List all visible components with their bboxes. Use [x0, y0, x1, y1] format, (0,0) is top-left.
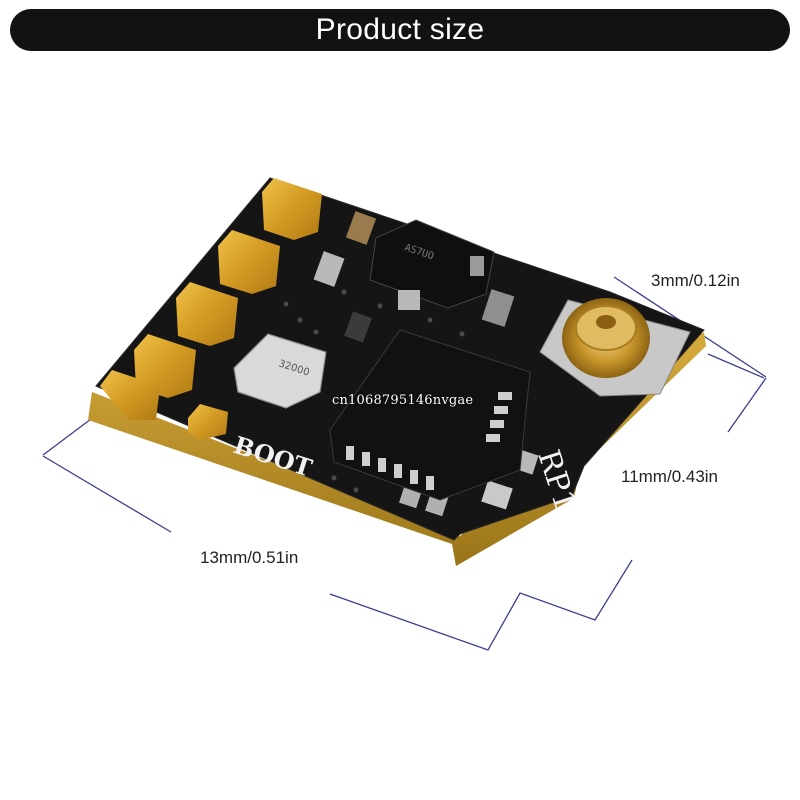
- dimension-line-width: [727, 377, 767, 433]
- pad-3: [176, 282, 238, 346]
- mcu-chip: [329, 329, 531, 501]
- pcb-edge: [88, 332, 706, 566]
- dimension-line-length-bottom: [42, 455, 172, 533]
- dimension-lines: [42, 276, 767, 651]
- height-dimension-label: 3mm/0.12in: [651, 271, 740, 290]
- pad-2: [218, 230, 280, 294]
- pad-5: [100, 370, 160, 420]
- width-dimension-label: 11mm/0.43in: [621, 467, 719, 486]
- length-dimension-label: 13mm/0.51in: [200, 548, 299, 567]
- dimension-line-length: [42, 415, 96, 456]
- pad-1: [262, 178, 322, 240]
- watermark: cn1068795146nvgae: [332, 393, 474, 408]
- dimension-line-base: [329, 559, 633, 651]
- antenna-connector: [539, 298, 691, 397]
- boot-pad: [188, 404, 228, 440]
- dimension-line-height-side: [707, 353, 765, 379]
- title-banner: Product size: [10, 9, 790, 51]
- castellated-pads: [100, 178, 322, 440]
- regulator-chip: AS7UO: [369, 219, 495, 310]
- page-title: Product size: [315, 13, 485, 46]
- crystal-oscillator: 32000: [233, 333, 327, 409]
- pad-4: [134, 334, 196, 398]
